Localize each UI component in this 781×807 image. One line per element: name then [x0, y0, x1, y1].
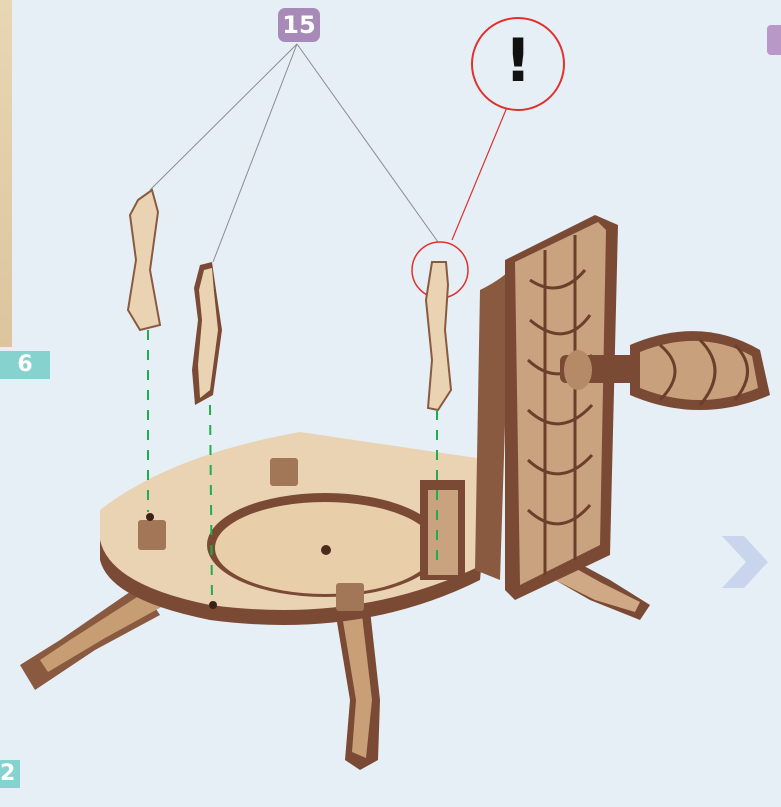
warning-callout-line: [452, 100, 510, 240]
exclamation-icon: !: [473, 31, 563, 91]
pillar-part: [128, 190, 160, 330]
chevron-right-icon[interactable]: [714, 532, 774, 592]
pillar-part: [426, 262, 451, 410]
warning-callout: !: [471, 17, 565, 111]
callout-lines: [150, 44, 438, 262]
ornamental-panel: [420, 215, 618, 600]
part-number-badge: 15: [278, 8, 320, 42]
pillar-part: [192, 262, 222, 405]
